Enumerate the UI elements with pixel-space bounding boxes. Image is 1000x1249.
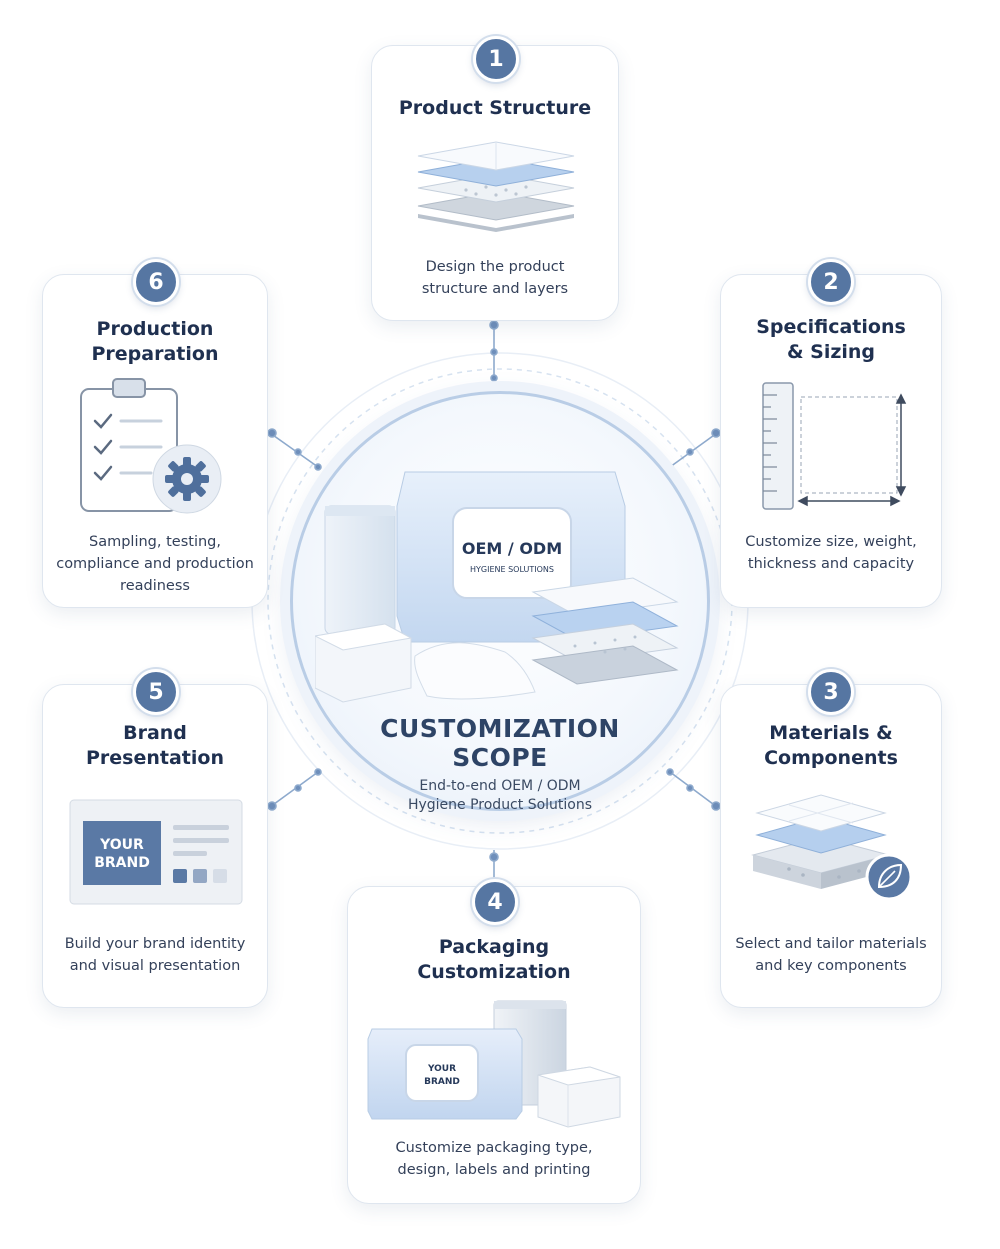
brand-label-line1: YOUR (99, 837, 144, 853)
pack-label-line2: BRAND (424, 1077, 460, 1087)
card-desc-line1: Select and tailor materials (735, 936, 927, 952)
card-title-line1: Packaging (438, 936, 550, 958)
card-title-line1: Production (96, 318, 214, 340)
layered-sheets-icon (417, 141, 575, 232)
hub-subtitle-line1: End-to-end OEM / ODM (419, 778, 581, 794)
card-title-line1: Materials & (769, 722, 893, 744)
card-desc-line3: readiness (120, 578, 190, 594)
card-description: Customize size, weight, thickness and ca… (721, 531, 941, 575)
hub-title-line2: SCOPE (452, 743, 548, 772)
card-desc-line1: Sampling, testing, (89, 534, 221, 550)
card-title: Specifications & Sizing (721, 315, 941, 365)
card-title-line2: & Sizing (786, 341, 876, 363)
card-desc-line2: and key components (755, 958, 907, 974)
step-number-badge: 1 (473, 36, 519, 82)
card-specifications-sizing[interactable]: 2 Specifications & Sizing Customize size… (720, 259, 942, 608)
card-title: Brand Presentation (43, 721, 267, 771)
card-desc-line1: Customize size, weight, (745, 534, 917, 550)
card-desc-line2: structure and layers (421, 281, 569, 297)
material-layers-icon (751, 794, 913, 901)
card-description: Sampling, testing, compliance and produc… (43, 531, 267, 597)
card-desc-line1: Customize packaging type, (395, 1140, 593, 1156)
hygiene-products-illustration: OEM / ODM HYGIENE SOLUTIONS (315, 471, 679, 703)
card-title-line2: Presentation (86, 747, 224, 769)
card-packaging-customization[interactable]: 4 Packaging Customization YOUR BRAND (347, 879, 641, 1204)
step-number-badge: 6 (133, 259, 179, 305)
card-desc-line2: thickness and capacity (747, 556, 915, 572)
clipboard-gear-icon (80, 378, 222, 514)
brand-label-line2: BRAND (94, 855, 150, 871)
card-description: Design the product structure and layers (372, 256, 618, 300)
card-title-line2: Customization (417, 961, 571, 983)
hub-pack-label-sub: HYGIENE SOLUTIONS (470, 565, 554, 574)
pack-label-line1: YOUR (427, 1064, 456, 1074)
card-brand-presentation[interactable]: 5 Brand Presentation YOUR BRAND Build yo… (42, 669, 268, 1008)
card-title: Packaging Customization (348, 935, 640, 985)
step-number-badge: 5 (133, 669, 179, 715)
step-number-badge: 2 (808, 259, 854, 305)
card-title-line1: Product Structure (398, 97, 592, 119)
package-icon: YOUR BRAND (367, 1000, 621, 1128)
card-production-preparation[interactable]: 6 Production Preparation (42, 259, 268, 608)
card-description: Select and tailor materials and key comp… (721, 933, 941, 977)
card-desc-line1: Design the product (425, 259, 565, 275)
card-title-line2: Preparation (91, 343, 219, 365)
brand-card-icon: YOUR BRAND (69, 799, 243, 905)
hub-title: CUSTOMIZATION SCOPE (293, 714, 707, 772)
card-title: Product Structure (372, 96, 618, 121)
hub-title-line1: CUSTOMIZATION (380, 714, 620, 743)
card-title-line2: Components (764, 747, 898, 769)
step-number-badge: 4 (472, 879, 518, 925)
hub-subtitle-line2: Hygiene Product Solutions (407, 797, 593, 813)
card-description: Build your brand identity and visual pre… (43, 933, 267, 977)
card-desc-line2: and visual presentation (69, 958, 241, 974)
hub-subtitle: End-to-end OEM / ODM Hygiene Product Sol… (293, 777, 707, 815)
card-desc-line2: design, labels and printing (397, 1162, 591, 1178)
card-desc-line2: compliance and production (56, 556, 254, 572)
card-title-line1: Specifications (756, 316, 906, 338)
card-title: Production Preparation (43, 317, 267, 367)
card-description: Customize packaging type, design, labels… (348, 1137, 640, 1181)
card-product-structure[interactable]: 1 Product Structure Design the product s… (371, 36, 619, 321)
card-desc-line1: Build your brand identity (64, 936, 246, 952)
step-number-badge: 3 (808, 669, 854, 715)
ruler-dimension-icon (762, 382, 907, 510)
hub-pack-label-main: OEM / ODM (462, 539, 562, 558)
card-materials-components[interactable]: 3 Materials & Components Select and tail… (720, 669, 942, 1008)
card-title-line1: Brand (123, 722, 187, 744)
card-title: Materials & Components (721, 721, 941, 771)
central-hub: OEM / ODM HYGIENE SOLUTIONS CUSTOMIZATIO… (290, 391, 710, 813)
